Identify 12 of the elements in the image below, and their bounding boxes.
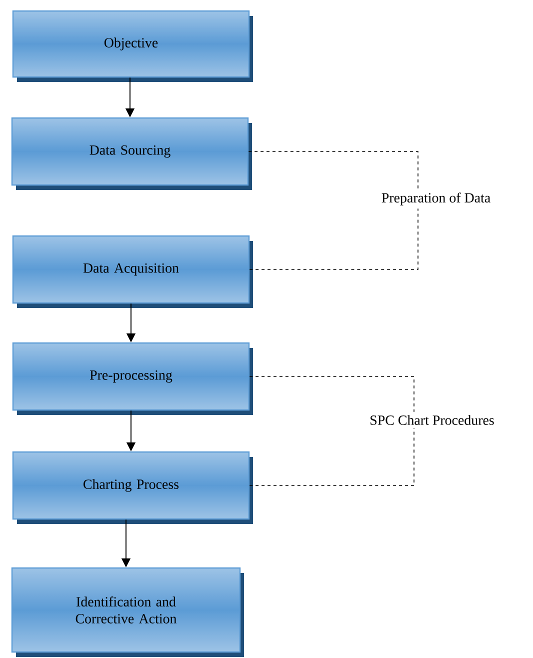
process-box: Charting Process — [12, 451, 253, 524]
bracket-line — [248, 151, 418, 190]
bracket-line — [249, 428, 414, 486]
bracket-line — [249, 208, 418, 270]
process-box: Data Acquisition — [12, 235, 253, 308]
group-label: Preparation of Data — [382, 192, 490, 206]
process-box: Identification and Corrective Action — [11, 567, 244, 657]
process-box: Pre-processing — [12, 342, 253, 415]
group-label: SPC Chart Procedures — [370, 415, 494, 425]
process-box: Objective — [12, 10, 253, 82]
process-box: Data Sourcing — [11, 117, 252, 190]
bracket-line — [249, 376, 414, 412]
